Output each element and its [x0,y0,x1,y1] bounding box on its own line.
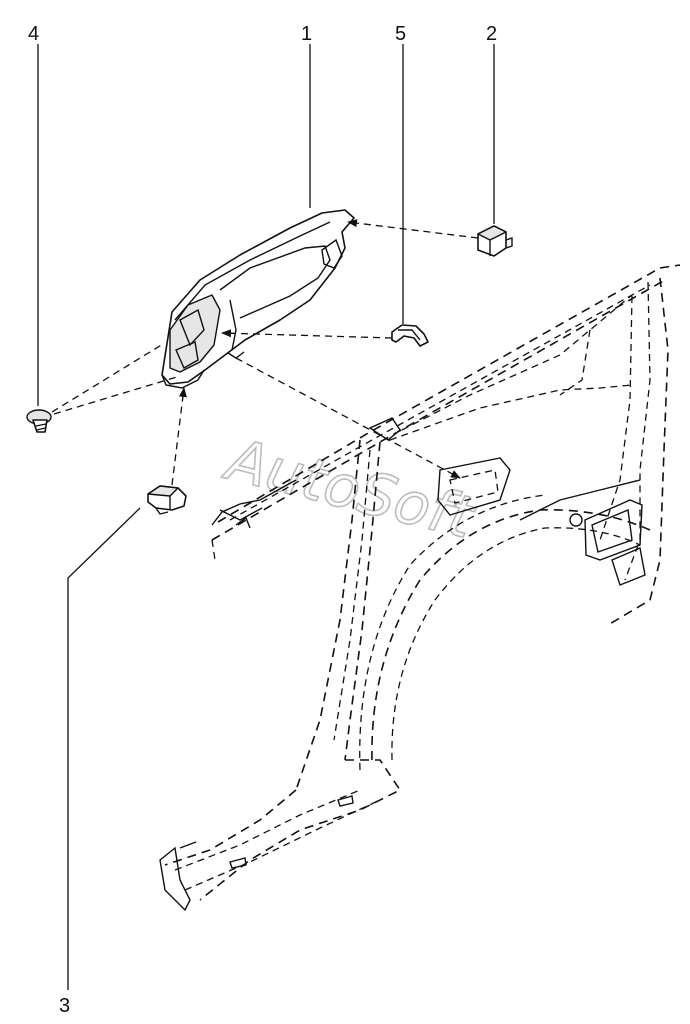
part-5-retainer [391,324,429,347]
callout-3: 3 [59,995,70,1017]
part-4-screw [26,409,52,433]
part-2-clip [477,225,513,257]
assembly-arrows [51,219,479,486]
callout-4: 4 [28,23,39,45]
body-side-panel [159,264,681,912]
callout-1: 1 [301,23,312,45]
callout-2: 2 [486,23,497,45]
leader-lines [37,44,495,990]
callout-5: 5 [395,23,406,45]
part-3-fastener [147,485,187,515]
part-1-trim-panel [161,209,355,389]
